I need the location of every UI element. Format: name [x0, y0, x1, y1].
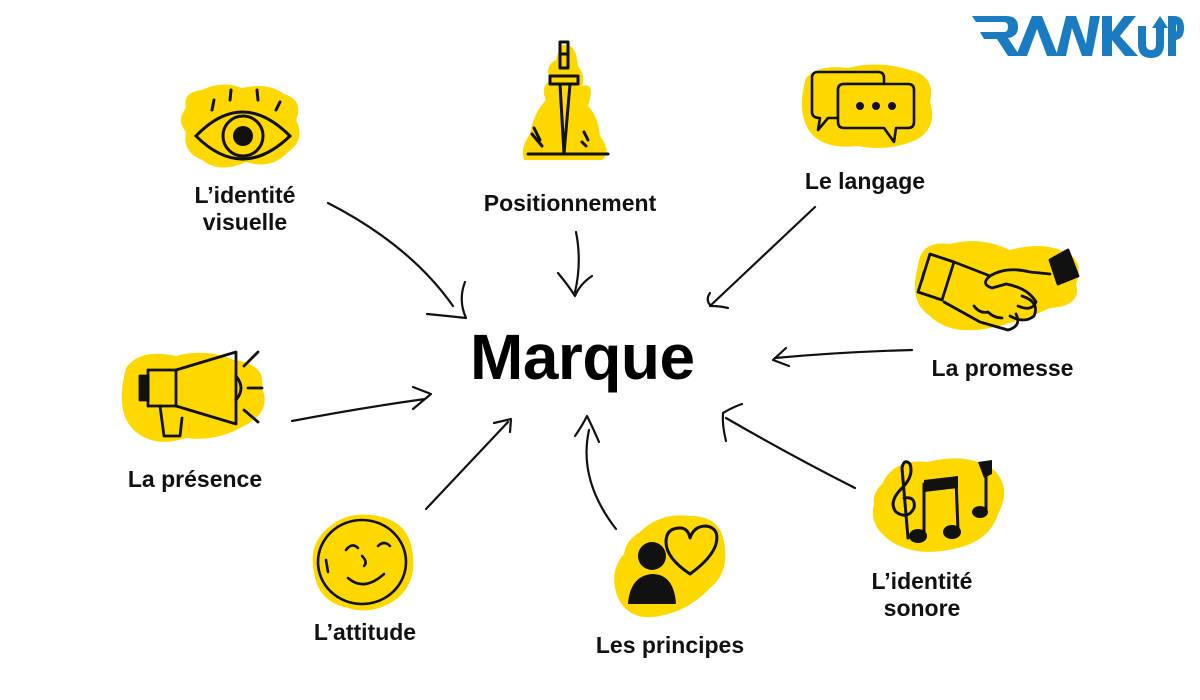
center-title: Marque	[470, 321, 695, 393]
arrow-langage	[708, 205, 817, 308]
arrow-positionnement	[573, 230, 580, 294]
music-notes-icon	[872, 458, 1005, 552]
arrow-attitude	[424, 420, 510, 511]
handshake-icon	[914, 241, 1080, 332]
eye-icon	[181, 84, 300, 168]
arrow-principes	[585, 428, 618, 531]
arrow-presence	[290, 397, 427, 423]
arrow-identite-sonore	[724, 416, 857, 490]
label-positionnement: Positionnement	[483, 190, 657, 216]
label-line-2: sonore	[883, 595, 961, 621]
label-line-1: L’identité	[194, 182, 296, 208]
label-line-2: visuelle	[202, 209, 288, 235]
label-langage: Le langage	[804, 168, 926, 194]
speech-bubbles-icon	[801, 64, 933, 148]
label-principes: Les principes	[595, 632, 745, 658]
label-presence: La présence	[127, 466, 263, 492]
label-promesse: La promesse	[931, 355, 1074, 381]
sword-icon	[522, 40, 610, 160]
rankup-logo	[972, 16, 1184, 58]
arrow-promesse	[773, 348, 914, 360]
label-attitude: L’attitude	[313, 619, 417, 645]
label-line-1: L’identité	[871, 568, 973, 594]
label-identite-visuelle: L’identité visuelle	[180, 182, 310, 236]
person-heart-icon	[614, 515, 726, 618]
megaphone-icon	[121, 350, 265, 442]
arrow-identite-visuelle	[326, 201, 455, 308]
smiley-icon	[312, 514, 414, 611]
label-identite-sonore: L’identité sonore	[852, 568, 992, 622]
